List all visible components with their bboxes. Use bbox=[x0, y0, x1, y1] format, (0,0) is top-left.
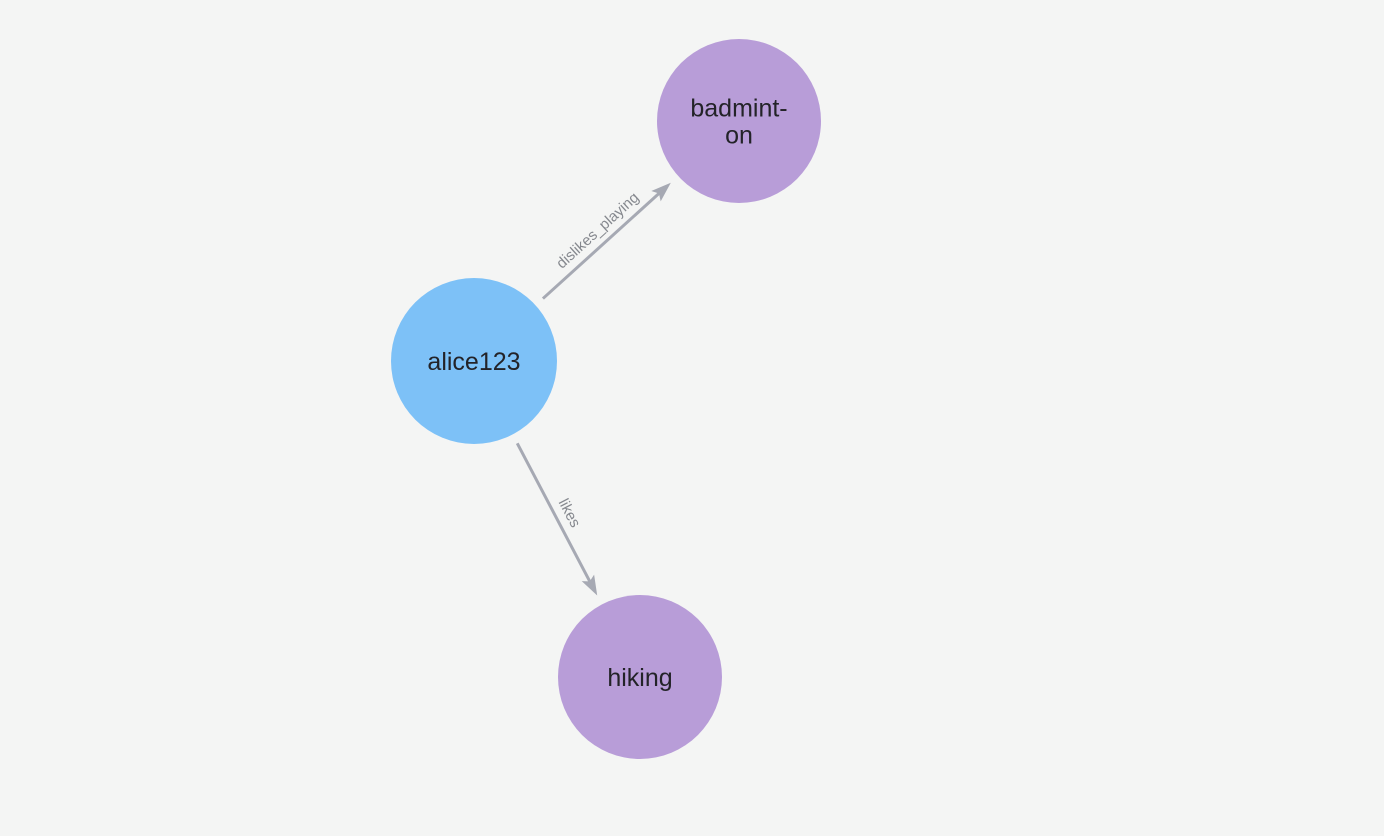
edge-likes[interactable]: likes bbox=[515, 442, 598, 596]
node-label: hiking bbox=[607, 664, 672, 692]
edge-label: dislikes_playing bbox=[553, 189, 642, 272]
edge-line[interactable] bbox=[515, 442, 593, 584]
node-circle[interactable] bbox=[558, 595, 722, 759]
edge-line[interactable] bbox=[541, 191, 662, 300]
edge-dislikes_playing[interactable]: dislikes_playing bbox=[541, 182, 671, 300]
edge-arrowhead-icon bbox=[651, 182, 671, 202]
node-label: badmint-on bbox=[690, 94, 787, 149]
node-alice123[interactable]: alice123 bbox=[391, 278, 557, 444]
node-badminton[interactable]: badmint-on bbox=[657, 39, 821, 203]
edge-arrowhead-icon bbox=[581, 574, 598, 596]
node-label: alice123 bbox=[427, 348, 520, 376]
node-hiking[interactable]: hiking bbox=[558, 595, 722, 759]
node-circle[interactable] bbox=[657, 39, 821, 203]
node-circle[interactable] bbox=[391, 278, 557, 444]
